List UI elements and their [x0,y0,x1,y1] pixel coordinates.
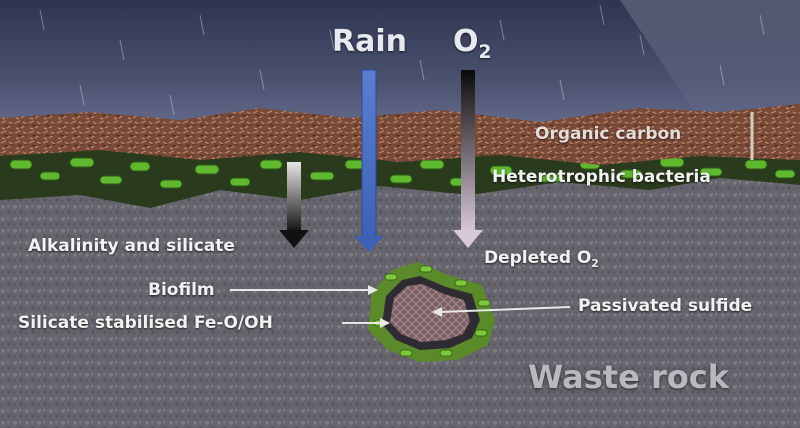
passivated-sulfide-core [390,284,470,342]
sulfide-pointer [439,306,571,313]
rain-label: Rain [332,24,407,59]
pointer-arrows [230,285,571,328]
depleted-o2-base: Depleted O [484,248,592,268]
organic-carbon-label: Organic carbon [535,124,682,144]
alkalinity-arrow-shaft [287,162,301,232]
depleted-o2-label: Depleted O2 [484,248,599,270]
bacteria-cells [9,157,796,189]
o2-label-base: O [453,24,479,59]
rain-streaks [39,4,765,116]
sulfide-pointer-head [432,307,442,317]
silicate-pointer-head [380,318,390,328]
organic-carbon-layer [0,104,800,165]
alkalinity-arrow-head [279,230,309,248]
alkalinity-silicate-label: Alkalinity and silicate [28,236,235,256]
biofilm-cells [373,265,491,357]
depleted-o2-subscript: 2 [591,257,599,270]
biofilm-pointer-head [368,285,378,295]
rain-arrow-head [354,236,384,252]
o2-arrow-head [453,230,483,248]
o2-arrow-shaft [461,70,475,232]
silicate-fe-label: Silicate stabilised Fe-O/OH [18,313,273,333]
rain-arrow-shaft [361,69,377,239]
passivated-sulfide-label: Passivated sulfide [578,296,753,316]
light-rays [620,0,800,120]
o2-label: O2 [453,24,491,63]
heterotrophic-bacteria-label: Heterotrophic bacteria [492,167,711,187]
biofilm-label: Biofilm [148,280,215,300]
waste-rock-label: Waste rock [528,358,729,396]
o2-label-subscript: 2 [478,41,492,63]
